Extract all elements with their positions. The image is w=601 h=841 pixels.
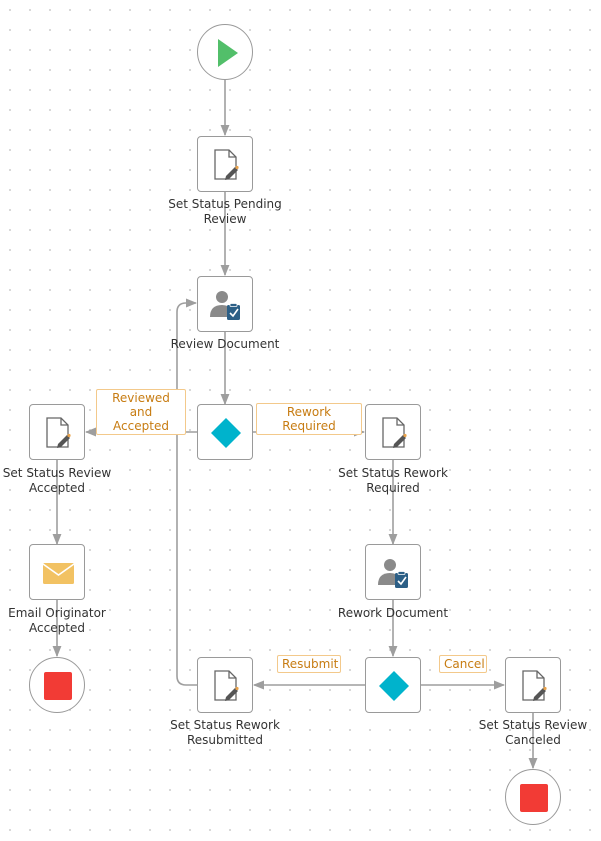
diamond-icon [379,671,409,701]
user-task-icon [378,559,408,588]
envelope-icon [42,563,75,584]
set-status-review-accepted-task[interactable] [29,404,85,460]
user-task-icon [210,291,240,320]
start-event[interactable] [197,24,253,80]
review-document-task[interactable] [197,276,253,332]
stop-icon [520,784,548,812]
end-event-canceled[interactable] [505,769,561,825]
document-edit-icon [46,417,71,448]
stop-icon [44,672,72,700]
set-status-rework-required-task[interactable] [365,404,421,460]
email-originator-accepted-task[interactable] [29,544,85,600]
review-decision-gateway[interactable] [197,404,253,460]
set-status-review-accepted-label: Set Status Review Accepted [2,466,112,495]
document-edit-icon [522,670,547,701]
set-status-pending-review-task[interactable] [197,136,253,192]
rework-document-label: Rework Document [337,606,449,620]
set-status-rework-required-label: Set Status Rework Required [338,466,448,495]
rework-document-task[interactable] [365,544,421,600]
end-event-accepted[interactable] [29,657,85,713]
set-status-review-canceled-task[interactable] [505,657,561,713]
play-icon [218,39,238,67]
set-status-pending-review-label: Set Status Pending Review [168,197,282,226]
review-document-label: Review Document [170,337,280,351]
set-status-rework-resubmitted-label: Set Status Rework Resubmitted [170,718,280,747]
edge-label-rework-required[interactable]: Rework Required [256,403,362,435]
email-originator-accepted-label: Email Originator Accepted [8,606,106,635]
edge-label-reviewed-and-accepted[interactable]: Reviewed and Accepted [96,389,186,435]
edge-label-cancel[interactable]: Cancel [439,655,487,673]
document-edit-icon [382,417,407,448]
edge-label-resubmit[interactable]: Resubmit [277,655,341,673]
diamond-icon [211,418,241,448]
rework-decision-gateway[interactable] [365,657,421,713]
edge-resubmitted-loop-to-review [176,298,198,686]
set-status-rework-resubmitted-task[interactable] [197,657,253,713]
document-edit-icon [214,670,239,701]
document-edit-icon [214,149,239,180]
set-status-review-canceled-label: Set Status Review Canceled [478,718,588,747]
